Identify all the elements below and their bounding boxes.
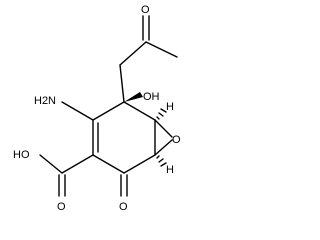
bond-ch2-co <box>119 41 147 66</box>
epoxide-o-label: O <box>172 134 181 146</box>
h-upper-label: H <box>166 101 174 113</box>
carboxyl-o-label: O <box>57 201 66 213</box>
bond-c1-o-epoxide <box>154 139 173 156</box>
bond-c1-c2 <box>123 154 156 174</box>
carboxyl-oh-label: HO <box>13 149 30 161</box>
hydroxyl-label: OH <box>143 91 160 103</box>
bond-c5-c6 <box>123 101 156 121</box>
bond-c3-cooh <box>61 154 94 174</box>
bond-c6-o-epoxide <box>154 119 173 138</box>
hash-c6-h-upper <box>156 108 167 120</box>
ketone-ring-o-label: O <box>119 201 128 213</box>
amino-label: H2N <box>34 95 56 107</box>
hash-c1-h-lower <box>156 155 167 167</box>
bond-c4-n <box>61 101 94 121</box>
h-lower-label: H <box>166 164 174 176</box>
bond-co-ch3 <box>145 41 178 58</box>
bond-cooh-oh <box>39 154 63 174</box>
ketone-chain-o-label: O <box>141 4 150 16</box>
wedge-c5-oh <box>124 92 143 102</box>
bond-c4-c5 <box>92 101 125 121</box>
molecule-structure: H2N OH HO O O O O H H <box>13 4 181 213</box>
bond-c2-c3 <box>92 154 125 174</box>
bond-c5-ch2 <box>119 64 125 103</box>
